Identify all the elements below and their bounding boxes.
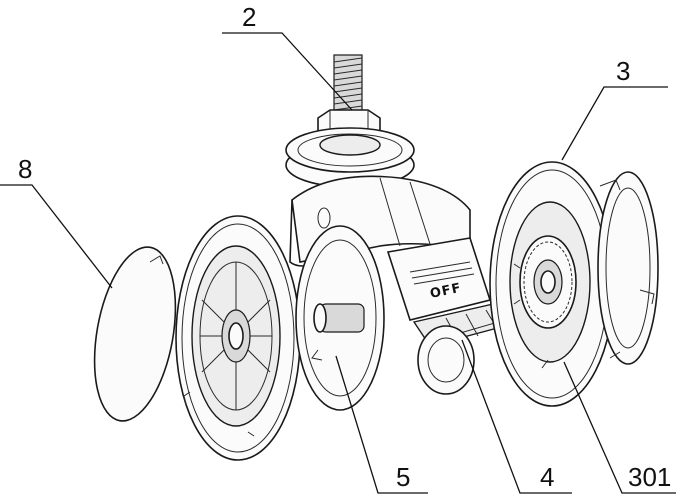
part-4-hub	[417, 325, 475, 395]
part-8-cover	[93, 246, 187, 422]
part-3-right-wheel	[489, 161, 615, 407]
callout-8: 8	[18, 154, 32, 184]
callout-4: 4	[540, 462, 554, 492]
callout-5: 5	[396, 462, 410, 492]
pedal-off-label: OFF	[429, 281, 463, 302]
callout-3: 3	[616, 56, 630, 86]
right-cover	[597, 171, 659, 365]
part-5-ring	[295, 225, 385, 411]
callout-2: 2	[242, 2, 256, 32]
leader-lines	[0, 32, 676, 494]
callout-301: 301	[628, 462, 671, 492]
left-wheel	[175, 215, 301, 461]
